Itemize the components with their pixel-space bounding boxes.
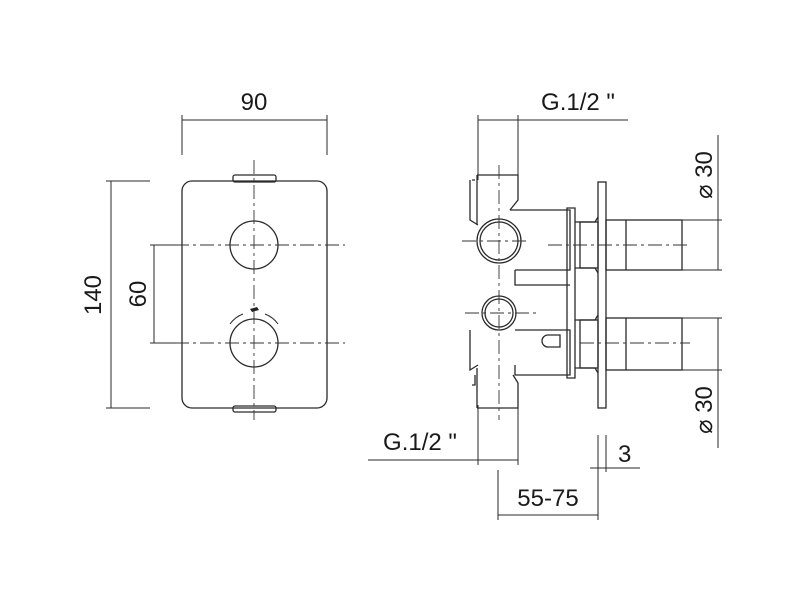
temperature-scale-arc bbox=[229, 313, 279, 325]
dimension-label-depth: 55-75 bbox=[517, 485, 578, 512]
dimension-label-diameter-top: ⌀ 30 bbox=[691, 151, 718, 199]
dimension-top-connection: G.1/2 " bbox=[477, 89, 628, 180]
dimension-label-width: 90 bbox=[241, 89, 268, 116]
lower-spindle bbox=[605, 317, 683, 371]
dimension-label-spacing: 60 bbox=[125, 281, 152, 308]
dimension-label-thickness: 3 bbox=[618, 441, 631, 468]
dimension-installation-depth: 55-75 bbox=[497, 470, 599, 520]
cover-plate bbox=[181, 180, 328, 409]
wall-plate bbox=[597, 181, 607, 409]
dimension-label-bottom-connection: G.1/2 " bbox=[383, 429, 457, 456]
dimension-label-diameter-bottom: ⌀ 30 bbox=[691, 386, 718, 434]
dimension-label-top-connection: G.1/2 " bbox=[541, 89, 615, 116]
top-tab bbox=[232, 174, 277, 183]
dimension-plate-thickness: 3 bbox=[590, 435, 640, 472]
side-view bbox=[462, 165, 690, 420]
dimension-140: 140 bbox=[80, 180, 150, 409]
bottom-tab bbox=[232, 405, 277, 413]
front-view bbox=[150, 160, 345, 420]
dimension-diameter-top: ⌀ 30 bbox=[682, 135, 722, 271]
temperature-mark-icon bbox=[250, 307, 259, 312]
dimension-90: 90 bbox=[181, 89, 328, 155]
dimension-60: 60 bbox=[125, 244, 176, 344]
dimension-diameter-bottom: ⌀ 30 bbox=[682, 317, 722, 448]
dimension-bottom-connection: G.1/2 " bbox=[368, 405, 519, 465]
dimension-label-height: 140 bbox=[80, 275, 107, 315]
